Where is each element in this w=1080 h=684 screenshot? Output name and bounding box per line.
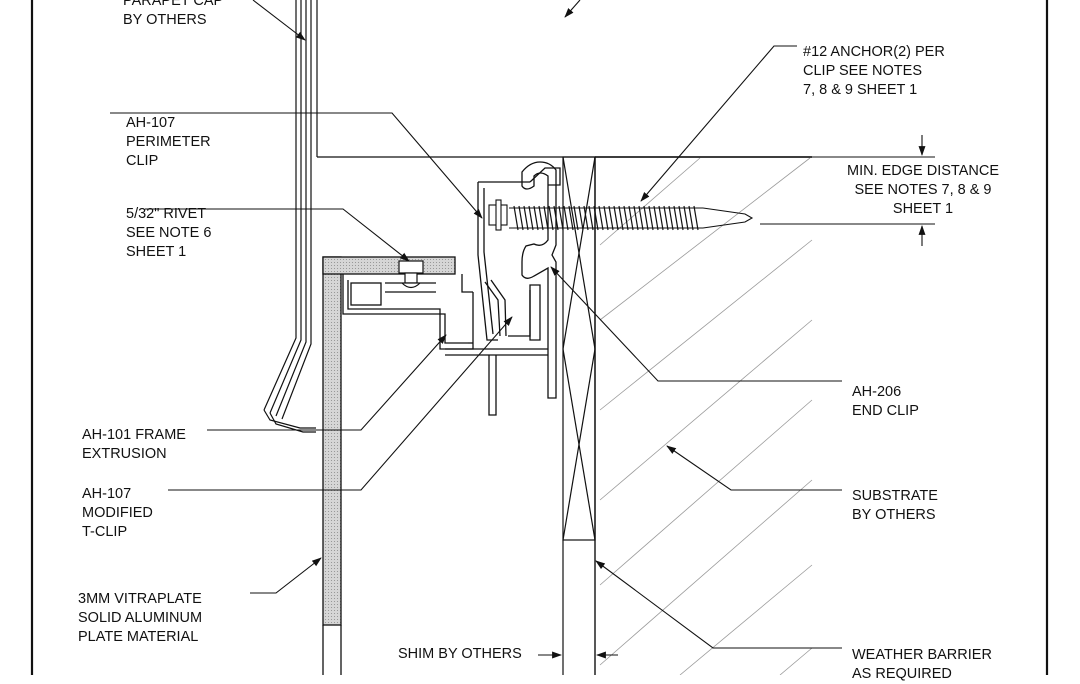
label-shim: SHIM BY OTHERS bbox=[398, 646, 522, 662]
substrate-hatch bbox=[599, 157, 813, 675]
substrate-edge bbox=[594, 156, 812, 675]
leader-lines bbox=[110, 0, 842, 649]
rivet bbox=[398, 260, 424, 289]
frame-extrusion bbox=[342, 274, 548, 356]
modified-t-clip bbox=[484, 279, 531, 416]
edge-distance-dimension bbox=[760, 135, 935, 246]
anchor-screw bbox=[488, 199, 754, 231]
parapet-cap bbox=[263, 0, 812, 433]
anchor-threads bbox=[513, 205, 699, 231]
shim bbox=[562, 156, 596, 675]
vitraplate-panel bbox=[322, 256, 456, 675]
end-clip bbox=[521, 161, 557, 399]
sheet-border bbox=[30, 0, 1049, 675]
